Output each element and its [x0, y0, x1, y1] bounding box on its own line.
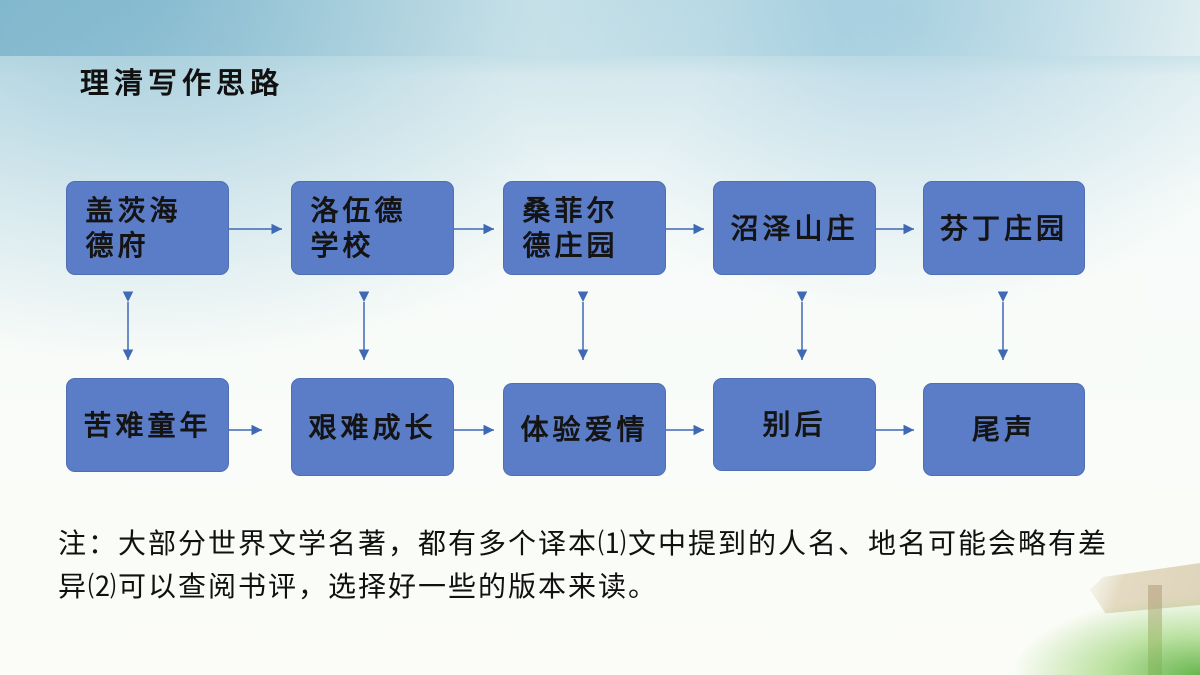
node-bottom-5-label: 尾声 [971, 413, 1036, 446]
node-top-4-label: 沼泽山庄 [730, 211, 859, 245]
node-bottom-1: 苦难童年 [66, 378, 229, 472]
page-title: 理清写作思路 [80, 66, 285, 100]
header-decor-band [0, 0, 1200, 76]
node-top-3-label: 桑菲尔德庄园 [522, 194, 619, 262]
node-top-3: 桑菲尔德庄园 [503, 181, 666, 275]
node-bottom-4-label: 别后 [762, 408, 827, 441]
node-bottom-5: 尾声 [923, 383, 1085, 476]
node-bottom-2: 艰难成长 [291, 378, 454, 476]
node-bottom-3-label: 体验爱情 [520, 413, 649, 446]
node-top-1: 盖茨海德府 [66, 181, 229, 275]
node-bottom-3: 体验爱情 [503, 383, 666, 476]
grass-decor [1010, 595, 1200, 675]
node-bottom-1-label: 苦难童年 [83, 408, 212, 442]
node-top-5: 芬丁庄园 [923, 181, 1085, 275]
node-top-5-label: 芬丁庄园 [939, 211, 1068, 245]
node-bottom-2-label: 艰难成长 [308, 410, 437, 444]
node-bottom-4: 别后 [713, 378, 876, 471]
note-text: 注：大部分世界文学名著，都有多个译本⑴文中提到的人名、地名可能会略有差异⑵可以查… [58, 527, 1109, 603]
node-top-2: 洛伍德学校 [291, 181, 454, 275]
node-top-2-label: 洛伍德学校 [310, 194, 407, 262]
node-top-4: 沼泽山庄 [713, 181, 876, 275]
node-top-1-label: 盖茨海德府 [85, 194, 182, 262]
